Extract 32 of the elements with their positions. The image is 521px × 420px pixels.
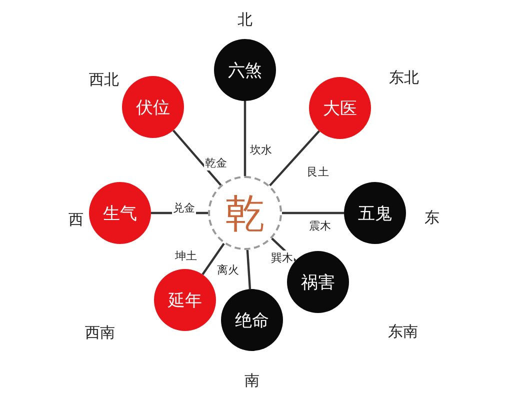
connector-line [172,130,222,186]
connector-line [151,212,208,214]
edge-label: 艮土 [306,164,330,180]
direction-label: 东 [424,208,440,228]
star-name: 绝命 [235,310,269,332]
star-name: 五鬼 [358,202,392,224]
star-name: 祸害 [301,272,335,294]
direction-label: 北 [238,10,252,30]
edge-label: 坎水 [249,142,273,158]
connector-line [271,238,296,262]
direction-label: 西南 [85,324,115,342]
star-name: 生气 [103,202,137,224]
center-character: 乾 [225,190,265,238]
edge-label: 乾金 [204,156,228,170]
connector-line [244,101,246,176]
direction-label: 西北 [89,70,119,90]
connector-line [202,242,225,276]
edge-label: 震木 [308,218,332,234]
star-name: 延年 [168,290,202,312]
direction-label: 东南 [388,322,418,342]
edge-label: 兑金 [172,200,196,216]
direction-label: 西 [68,210,84,230]
direction-label: 东北 [389,68,419,88]
edge-label: 离火 [216,262,240,278]
connector-line [246,250,252,290]
direction-label: 南 [244,372,260,390]
connector-line [269,130,320,186]
edge-label: 坤土 [174,248,198,264]
star-name: 伏位 [136,96,170,118]
star-name: 大医 [323,98,357,120]
connector-line [282,212,344,214]
star-name: 六煞 [228,60,262,82]
